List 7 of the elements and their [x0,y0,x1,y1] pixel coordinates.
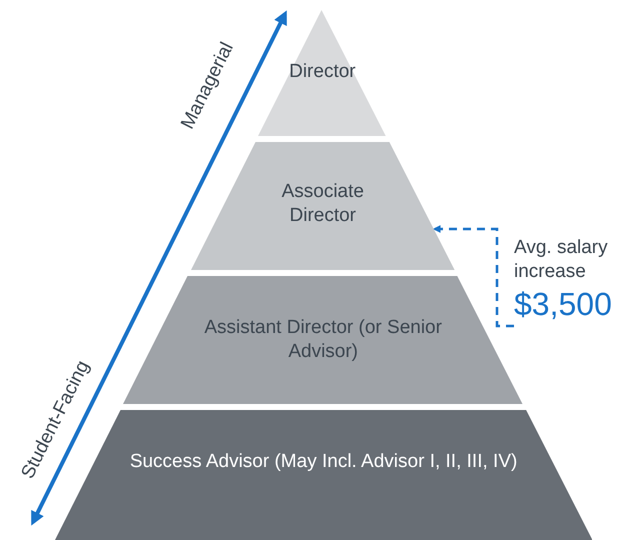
tier-label: Director [288,60,357,84]
tier-label: Associate Director [280,180,365,228]
note-text: Avg. salary increase [514,236,609,284]
tier-label: Assistant Director (or Senior Advisor) [203,316,443,364]
arrow [432,225,514,328]
salary-figure: $3,500 [514,285,612,324]
tier-label: Success Advisor (May Incl. Advisor I, II, III, IV) [128,450,518,474]
